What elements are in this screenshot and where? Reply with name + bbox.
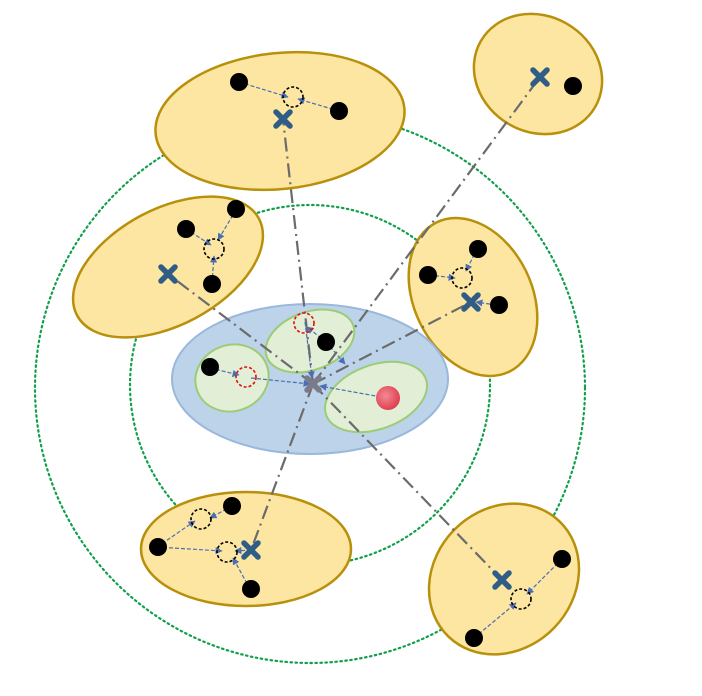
cluster-center-icon-4 — [461, 292, 481, 312]
core-virtual-point-icon-1 — [235, 366, 257, 388]
cluster-link-6 — [312, 383, 503, 581]
global-center-icon — [304, 375, 322, 393]
cluster-center-icon-2 — [530, 67, 550, 87]
virtual-point-icon-2 — [203, 238, 225, 260]
point-arrow-14 — [473, 602, 517, 639]
cluster-center-icon-6 — [492, 570, 512, 590]
data-point-icon-5 — [177, 220, 195, 238]
point-arrow-21 — [325, 341, 346, 365]
cluster-link-2 — [312, 76, 541, 385]
core-region — [171, 303, 449, 455]
cluster-center-icon-1 — [273, 109, 293, 129]
inner-range-ring — [128, 203, 492, 567]
cluster-left-ellipse — [71, 195, 265, 339]
virtual-point-icon-1 — [282, 86, 304, 108]
point-arrow-7 — [428, 273, 456, 281]
cluster-center-icon-6-stroke-b — [492, 570, 512, 590]
point-arrow-9 — [156, 546, 223, 555]
cluster-center-icon-2-stroke-b — [530, 67, 550, 87]
data-point-icon-13 — [553, 550, 571, 568]
cluster-center-icon-3 — [158, 264, 178, 284]
virtual-point-icon-3 — [451, 267, 473, 289]
data-point-icon-6 — [203, 275, 221, 293]
cluster-links — [167, 76, 541, 581]
virtual-point-icon-4 — [190, 508, 212, 530]
data-point-icon-1 — [230, 73, 248, 91]
nodes — [149, 67, 582, 647]
virtual-point-icon-5 — [216, 541, 238, 563]
cluster-link-1 — [281, 118, 315, 385]
global-center-icon-stroke-b — [304, 375, 322, 393]
point-arrow-5 — [209, 255, 218, 284]
point-arrow-3 — [185, 228, 212, 246]
point-arrow-17 — [250, 377, 311, 387]
point-arrow-20 — [304, 321, 315, 379]
data-point-icon-8 — [419, 266, 437, 284]
core-subcluster-right — [324, 360, 428, 434]
virtual-point-icon-6 — [510, 588, 532, 610]
cluster-ellipses — [71, 12, 604, 656]
cluster-center-icon-5-stroke-b — [241, 540, 261, 560]
data-point-icon-12 — [242, 580, 260, 598]
cluster-center-icon-3-stroke-b — [158, 264, 178, 284]
data-point-icon-16 — [317, 333, 335, 351]
data-point-icon-4 — [227, 200, 245, 218]
point-arrow-19 — [319, 383, 388, 399]
data-point-icon-3 — [564, 77, 582, 95]
core-virtual-point-icon-2 — [293, 312, 315, 334]
data-point-icon-2 — [330, 102, 348, 120]
point-arrow-18 — [306, 326, 327, 343]
data-point-icon-7 — [469, 240, 487, 258]
cluster-link-5 — [249, 383, 315, 551]
data-point-icon-10 — [223, 497, 241, 515]
cluster-link-4 — [312, 301, 472, 385]
cluster-center-icon-4-stroke-b — [461, 292, 481, 312]
data-point-icon-9 — [490, 296, 508, 314]
cluster-bottom-left-ellipse — [139, 490, 353, 608]
point-arrow-16 — [209, 367, 240, 377]
point-arrow-11 — [209, 505, 233, 519]
data-point-icon-15 — [201, 358, 219, 376]
point-arrow-6 — [465, 248, 478, 272]
data-point-icon-11 — [149, 538, 167, 556]
data-point-icon-14 — [465, 629, 483, 647]
cluster-center-icon-5 — [241, 540, 261, 560]
cluster-center-icon-1-stroke-b — [273, 109, 293, 129]
cluster-link-3 — [167, 273, 314, 385]
target-point-icon — [376, 386, 400, 410]
